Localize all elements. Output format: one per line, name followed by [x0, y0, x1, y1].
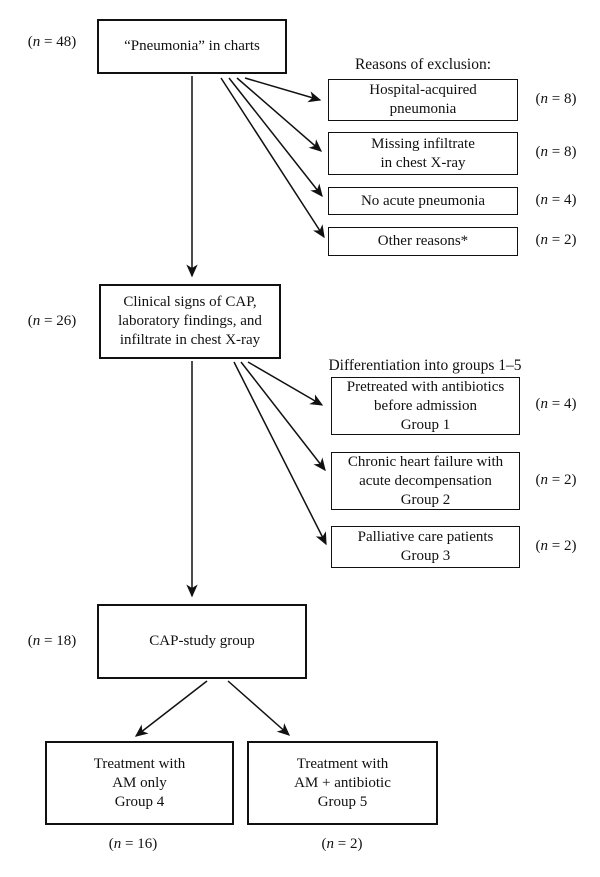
n-count-cap: (n = 18)	[27, 633, 77, 649]
exclusion-line: Missing infiltrate	[371, 135, 475, 152]
differentiation-section-title: Differentiation into groups 1–5	[328, 357, 522, 374]
arrow-to-missing-infiltrate	[236, 77, 323, 152]
treatment-am-antibiotic-line: AM + antibiotic	[294, 774, 391, 791]
arrow-to-group2	[240, 361, 326, 472]
cap-study-box-label: CAP-study group	[149, 633, 255, 649]
group2-line: Group 2	[400, 491, 451, 508]
n-count-group4: (n = 16)	[108, 836, 158, 852]
exclusion-line: Other reasons*	[377, 233, 469, 249]
treatment-am-only-box: Treatment with AM only Group 4	[45, 741, 234, 825]
exclusion-section-title: Reasons of exclusion:	[354, 56, 492, 73]
pneumonia-box: “Pneumonia” in charts	[97, 19, 287, 74]
exclusion-other-reasons-box: Other reasons*	[328, 227, 518, 256]
treatment-am-antibiotic-box: Treatment with AM + antibiotic Group 5	[247, 741, 438, 825]
pneumonia-box-label: “Pneumonia” in charts	[124, 38, 260, 54]
n-count-hospital-acquired: (n = 8)	[535, 91, 577, 107]
treatment-am-antibiotic-line: Treatment with	[296, 755, 389, 772]
clinical-box-line: infiltrate in chest X-ray	[119, 332, 261, 348]
n-count-missing-infiltrate: (n = 8)	[535, 144, 577, 160]
exclusion-line: in chest X-ray	[380, 154, 466, 171]
arrow-to-other-reasons	[220, 77, 325, 239]
exclusion-line: Hospital-acquired	[369, 82, 477, 98]
group1-line: Group 1	[400, 416, 451, 433]
arrow-to-group1	[247, 361, 324, 406]
arrow-cap-to-group5	[227, 680, 291, 736]
group3-line: Group 3	[400, 548, 451, 564]
arrow-cap-to-group4	[134, 680, 208, 737]
exclusion-line: No acute pneumonia	[360, 192, 486, 209]
group2-box: Chronic heart failure with acute decompe…	[331, 452, 520, 510]
n-count-no-acute-pneumonia: (n = 4)	[535, 192, 577, 208]
treatment-am-only-line: AM only	[112, 774, 167, 791]
group1-line: Pretreated with antibiotics	[346, 378, 505, 395]
n-count-other-reasons: (n = 2)	[535, 232, 577, 248]
group3-box: Palliative care patients Group 3	[331, 526, 520, 568]
n-count-group1: (n = 4)	[535, 396, 577, 412]
clinical-box-line: Clinical signs of CAP,	[123, 294, 257, 310]
cap-study-box: CAP-study group	[97, 604, 307, 679]
treatment-am-antibiotic-line: Group 5	[317, 793, 368, 810]
exclusion-line: pneumonia	[389, 101, 457, 117]
group1-line: before admission	[374, 397, 477, 414]
n-count-pneumonia: (n = 48)	[27, 34, 77, 50]
treatment-am-only-line: Group 4	[114, 793, 165, 810]
exclusion-no-acute-pneumonia-box: No acute pneumonia	[328, 187, 518, 215]
group2-line: Chronic heart failure with	[347, 453, 504, 470]
arrow-to-hospital-acquired	[244, 77, 322, 103]
n-count-group5: (n = 2)	[321, 836, 363, 852]
arrow-to-no-acute-pneumonia	[228, 77, 323, 198]
group1-box: Pretreated with antibiotics before admis…	[331, 377, 520, 435]
group2-line: acute decompensation	[359, 472, 492, 489]
exclusion-missing-infiltrate-box: Missing infiltrate in chest X-ray	[328, 132, 518, 175]
clinical-box-line: laboratory findings, and	[118, 313, 262, 329]
exclusion-hospital-acquired-box: Hospital-acquired pneumonia	[328, 79, 518, 121]
clinical-box: Clinical signs of CAP, laboratory findin…	[99, 284, 281, 359]
n-count-clinical: (n = 26)	[27, 313, 77, 329]
group3-line: Palliative care patients	[357, 529, 494, 545]
n-count-group2: (n = 2)	[535, 472, 577, 488]
treatment-am-only-line: Treatment with	[93, 755, 186, 772]
n-count-group3: (n = 2)	[535, 538, 577, 554]
arrow-to-group3	[233, 361, 327, 546]
